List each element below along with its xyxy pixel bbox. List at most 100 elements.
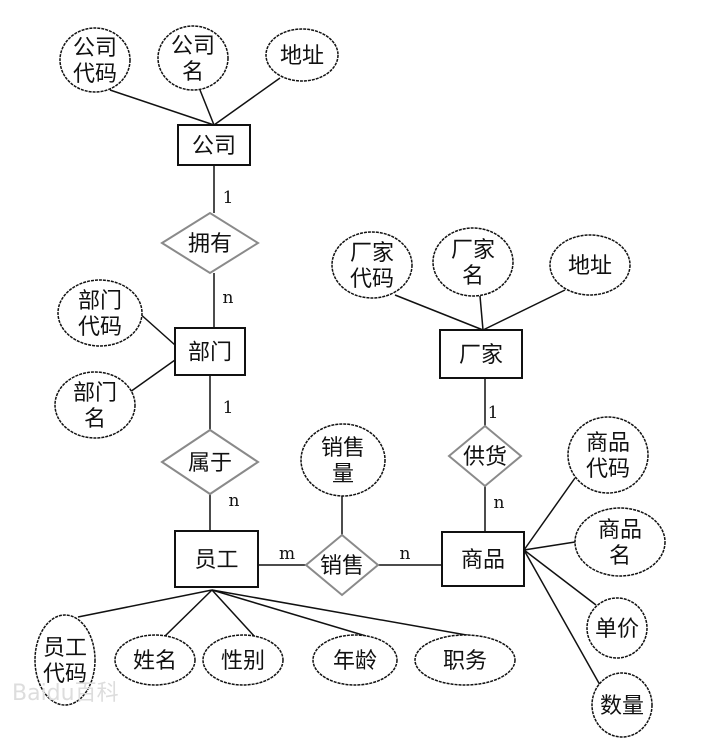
entity-label: 部门 (188, 341, 232, 366)
attribute-label: 姓名 (133, 649, 177, 674)
relationship-diamond (160, 428, 260, 496)
attribute-ellipse (432, 227, 514, 297)
cardinality-emp_sells: m (279, 544, 295, 564)
attribute-dept_name: 部门名 (54, 371, 136, 439)
connector-line (211, 589, 473, 637)
entity-label: 厂家 (459, 343, 503, 368)
attribute-ellipse (591, 672, 653, 738)
entity-box (439, 329, 523, 379)
connector-line (164, 589, 213, 637)
attribute-label: 单价 (595, 617, 639, 642)
attribute-label: 名 (182, 60, 204, 85)
attribute-label: 部门 (73, 381, 117, 406)
attribute-ellipse (567, 416, 649, 494)
relationship-owns: 拥有 (160, 211, 260, 275)
attribute-label: 厂家 (451, 238, 495, 263)
attribute-ellipse (549, 234, 631, 296)
attribute-product_name: 商品名 (574, 507, 666, 577)
attribute-ellipse (202, 634, 284, 686)
entity-box (441, 531, 525, 587)
attribute-emp_age: 年龄 (312, 634, 398, 686)
cardinality-belongs_emp: n (229, 491, 240, 511)
connector-line (211, 589, 256, 638)
attribute-emp_gender: 性别 (202, 634, 284, 686)
connector-line (523, 549, 597, 606)
attribute-ellipse (59, 27, 131, 93)
relationship-diamond (160, 211, 260, 275)
cardinality-company_owns: 1 (223, 188, 234, 208)
attribute-label: 商品 (586, 431, 630, 456)
relationship-belongs_to: 属于 (160, 428, 260, 496)
attribute-label: 年龄 (333, 649, 377, 674)
connector-line (109, 89, 215, 126)
attribute-label: 数量 (600, 694, 644, 719)
attribute-label: 名 (84, 407, 106, 432)
attribute-emp_name: 姓名 (114, 634, 196, 686)
relationship-diamond (304, 533, 380, 597)
relationship-sells: 销售 (304, 533, 380, 597)
entity-department: 部门 (174, 327, 246, 376)
attribute-label: 量 (332, 462, 354, 487)
connector-line (482, 289, 566, 331)
relationship-supplies: 供货 (447, 424, 523, 488)
attribute-sales_qty: 销售量 (300, 423, 386, 497)
attribute-unit_price: 单价 (586, 597, 648, 659)
attribute-ellipse (414, 634, 516, 686)
attribute-label: 地址 (568, 254, 612, 279)
attribute-ellipse (312, 634, 398, 686)
attribute-label: 名 (462, 264, 484, 289)
connector-line (523, 477, 576, 551)
attribute-label: 职务 (443, 649, 487, 674)
entity-label: 员工 (194, 548, 238, 573)
entity-label: 商品 (461, 548, 505, 573)
connector-line (213, 77, 281, 126)
attribute-label: 代码 (586, 457, 630, 482)
cardinality-mfr_supplies: 1 (488, 403, 499, 423)
connector-line (211, 589, 367, 637)
attribute-label: 商品 (598, 518, 642, 543)
attribute-label: 部门 (78, 289, 122, 314)
entity-product: 商品 (441, 531, 525, 587)
connector-line (479, 295, 484, 331)
cardinality-sells_product: n (400, 544, 411, 564)
connector-line (394, 294, 484, 331)
attribute-ellipse (300, 423, 386, 497)
connector-line (77, 589, 213, 618)
attribute-ellipse (114, 634, 196, 686)
attribute-company_address: 地址 (265, 28, 339, 82)
relationship-label: 销售 (320, 554, 364, 579)
attribute-quantity: 数量 (591, 672, 653, 738)
attribute-mfr_address: 地址 (549, 234, 631, 296)
attribute-label: 地址 (280, 44, 324, 69)
relationship-label: 供货 (463, 445, 507, 470)
connector-line (523, 549, 601, 686)
attribute-label: 代码 (43, 662, 87, 687)
attribute-mfr_name: 厂家名 (432, 227, 514, 297)
attribute-label: 代码 (350, 267, 394, 292)
entity-box (174, 530, 259, 588)
entity-box (177, 124, 251, 166)
entity-employee: 员工 (174, 530, 259, 588)
attribute-label: 代码 (73, 62, 117, 87)
attribute-label: 厂家 (350, 241, 394, 266)
relationship-diamond (447, 424, 523, 488)
entity-manufacturer: 厂家 (439, 329, 523, 379)
connector-line (129, 359, 176, 393)
attribute-label: 销售 (321, 436, 365, 461)
attribute-ellipse (586, 597, 648, 659)
attribute-label: 公司 (73, 36, 117, 61)
entity-company: 公司 (177, 124, 251, 166)
cardinality-supplies_product: n (494, 493, 505, 513)
connector-line (199, 89, 215, 126)
connector-line (137, 311, 176, 346)
relationship-label: 属于 (188, 451, 232, 476)
entity-box (174, 327, 246, 376)
connector-line (523, 541, 576, 551)
cardinality-owns_dept: n (223, 288, 234, 308)
attribute-ellipse (54, 371, 136, 439)
